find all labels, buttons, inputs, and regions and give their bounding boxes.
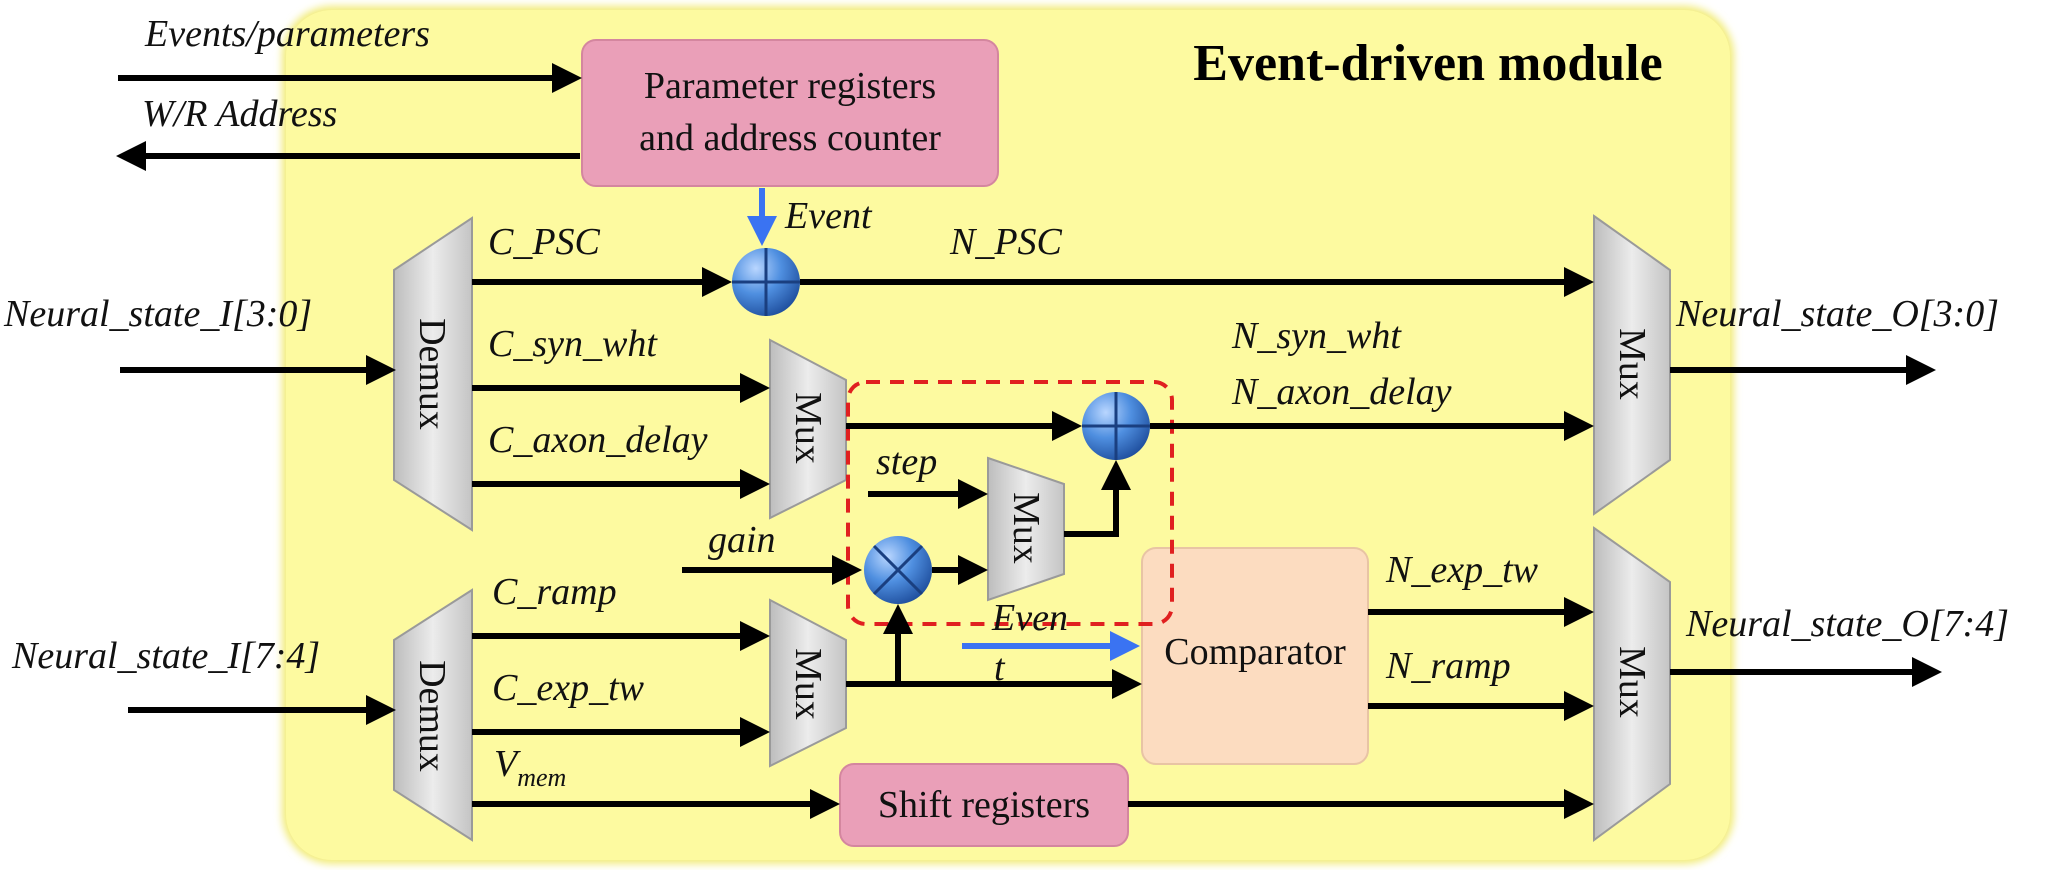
wires <box>116 63 1942 819</box>
multiplier-gain-icon <box>864 536 932 604</box>
label-step: step <box>876 441 937 483</box>
label-c-axon-delay: C_axon_delay <box>488 419 708 461</box>
label-n-syn-wht: N_syn_wht <box>1231 315 1402 357</box>
label-c-psc: C_PSC <box>488 221 601 263</box>
label-v-mem: Vmem <box>494 743 566 792</box>
label-c-ramp: C_ramp <box>492 571 617 613</box>
mux-syn-axon: Mux <box>769 338 847 520</box>
mux-output-upper-label: Mux <box>1611 328 1653 400</box>
label-v-mem-subscript: mem <box>517 763 566 792</box>
comparator-block: Comparator <box>1141 547 1369 765</box>
mux-output-upper: Mux <box>1593 214 1671 516</box>
dashed-region-box <box>846 380 1174 626</box>
demux-upper-label: Demux <box>411 318 453 430</box>
label-v-mem-main: V <box>494 743 521 785</box>
label-neural-state-o-74: Neural_state_O[7:4] <box>1685 603 2009 645</box>
label-event-comparator-2: t <box>994 647 1006 689</box>
mux-syn-axon-label: Mux <box>787 392 829 464</box>
parameter-registers-line-2: and address counter <box>639 117 941 159</box>
label-n-psc: N_PSC <box>949 221 1063 263</box>
mux-ramp-exp: Mux <box>769 598 847 768</box>
label-wr-address: W/R Address <box>142 93 337 135</box>
label-neural-state-i-30: Neural_state_I[3:0] <box>3 293 312 335</box>
shift-registers-block: Shift registers <box>839 763 1129 847</box>
label-event-top: Event <box>784 195 873 237</box>
mux-output-lower: Mux <box>1593 526 1671 842</box>
mux-output-lower-label: Mux <box>1611 646 1653 718</box>
demux-lower-label: Demux <box>411 660 453 772</box>
label-c-exp-tw: C_exp_tw <box>492 667 645 709</box>
adder-psc-icon <box>732 248 800 316</box>
mux-ramp-exp-label: Mux <box>787 648 829 720</box>
shift-registers-label: Shift registers <box>878 784 1090 826</box>
demux-upper: Demux <box>393 216 473 532</box>
adder-syn-axon-icon <box>1082 392 1150 460</box>
label-n-exp-tw: N_exp_tw <box>1385 549 1539 591</box>
comparator-label: Comparator <box>1164 631 1346 673</box>
mux-step-gain-label: Mux <box>1005 492 1047 564</box>
parameter-registers-block: Parameter registers and address counter <box>581 39 999 187</box>
label-n-axon-delay: N_axon_delay <box>1231 371 1452 413</box>
parameter-registers-line-1: Parameter registers <box>644 65 936 107</box>
mux-step-gain: Mux <box>987 456 1065 602</box>
label-events-parameters: Events/parameters <box>144 13 430 55</box>
label-neural-state-o-30: Neural_state_O[3:0] <box>1675 293 1999 335</box>
label-n-ramp: N_ramp <box>1385 645 1511 687</box>
label-c-syn-wht: C_syn_wht <box>488 323 658 365</box>
label-gain: gain <box>708 519 776 561</box>
label-neural-state-i-74: Neural_state_I[7:4] <box>11 635 320 677</box>
module-title: Event-driven module <box>1193 35 1662 92</box>
demux-lower: Demux <box>393 588 473 842</box>
label-event-comparator-1: Even <box>991 597 1068 639</box>
